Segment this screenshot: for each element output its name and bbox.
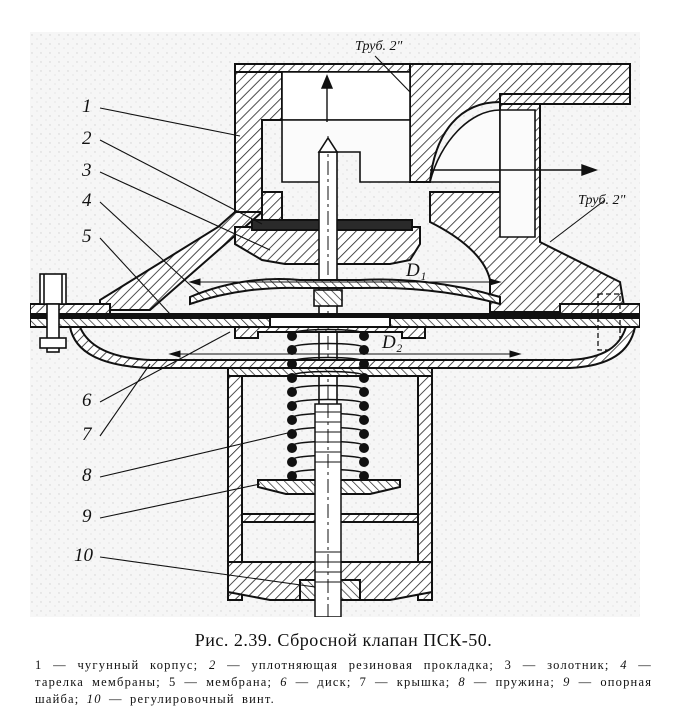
legend-text: диск; [317, 675, 352, 689]
legend-num: 10 [86, 692, 102, 706]
label-8: 8 [82, 465, 92, 486]
legend-text: чугунный корпус; [77, 658, 199, 672]
label-1: 1 [82, 96, 92, 117]
dimension-d2 [168, 350, 522, 358]
legend-dash: — [184, 675, 199, 689]
legend-text: опорная шайба; [35, 675, 653, 706]
legend-item-5: 5 — мембрана; [169, 675, 272, 689]
legend-text: регулировочный винт. [130, 692, 275, 706]
dimension-d1 [188, 278, 502, 286]
legend-item-8: 8 — пружина; [458, 675, 555, 689]
label-d2: D₂ [381, 332, 403, 353]
legend-item-2: 2 — уплотняющая резиновая прокладка; [209, 658, 494, 672]
valve-drawing-svg: 1 2 3 4 5 6 7 8 9 10 Труб. 2" Труб. 2" D… [30, 32, 640, 617]
legend-dash: — [375, 675, 389, 689]
legend-num: 5 [168, 675, 177, 689]
legend-num: 4 [620, 658, 628, 672]
legend-text: крышка; [396, 675, 451, 689]
legend-num: 2 [209, 658, 217, 672]
body-cavity [281, 71, 536, 238]
legend-dash: — [578, 675, 593, 689]
leader-lines [99, 55, 606, 588]
legend-item-4: 4 — тарелка мембраны; [35, 658, 652, 689]
legend-num: 9 [563, 675, 571, 689]
figure-legend: 1 — чугунный корпус; 2 — уплотняющая рез… [35, 657, 652, 708]
valve-drawing: 1 2 3 4 5 6 7 8 9 10 Труб. 2" Труб. 2" D… [30, 32, 640, 617]
label-10: 10 [74, 545, 94, 566]
flow-arrow-right [430, 164, 599, 176]
label-6: 6 [82, 390, 92, 411]
legend-num: 1 [35, 658, 43, 672]
label-4: 4 [82, 190, 92, 211]
legend-item-3: 3 — золотник; [505, 658, 610, 672]
legend-item-6: 6 — диск; [280, 675, 351, 689]
legend-dash: — [53, 658, 67, 672]
label-pipe-top: Труб. 2" [355, 39, 403, 54]
legend-dash: — [227, 658, 241, 672]
legend-item-9: 9 — опорная шайба; [35, 675, 652, 706]
legend-dash: — [295, 675, 310, 689]
legend-dash: — [638, 658, 652, 672]
legend-num: 3 [504, 658, 513, 672]
legend-item-1: 1 — чугунный корпус; [35, 658, 198, 672]
cover [68, 326, 637, 369]
flange-bolt-left [39, 273, 67, 353]
legend-item-7: 7 — крышка; [360, 675, 451, 689]
legend-num: 8 [458, 675, 466, 689]
flow-arrow-up [320, 74, 334, 122]
legend-text: пружина; [495, 675, 556, 689]
label-9: 9 [82, 506, 92, 527]
label-3: 3 [81, 160, 92, 181]
legend-text: тарелка мембраны; [35, 675, 161, 689]
adjusting-screw [314, 403, 342, 617]
legend-text: мембрана; [206, 675, 273, 689]
legend-text: золотник; [547, 658, 610, 672]
label-pipe-side: Труб. 2" [578, 193, 626, 208]
legend-dash: — [109, 692, 123, 706]
spring [287, 328, 369, 481]
legend-item-10: 10 — регулировочный винт. [87, 692, 275, 706]
label-5: 5 [82, 226, 92, 247]
label-7: 7 [82, 424, 93, 445]
legend-dash: — [473, 675, 488, 689]
disk [234, 316, 426, 339]
legend-dash: — [522, 658, 537, 672]
label-d1: D₁ [405, 260, 426, 281]
stem-nut [313, 289, 343, 307]
figure-caption-title: Рис. 2.39. Сбросной клапан ПСК-50. [194, 630, 493, 650]
label-2: 2 [82, 128, 92, 149]
membrane-plate [189, 278, 501, 306]
legend-num: 6 [280, 675, 288, 689]
legend-text: уплотняющая резиновая прокладка; [251, 658, 495, 672]
legend-num: 7 [359, 675, 368, 689]
